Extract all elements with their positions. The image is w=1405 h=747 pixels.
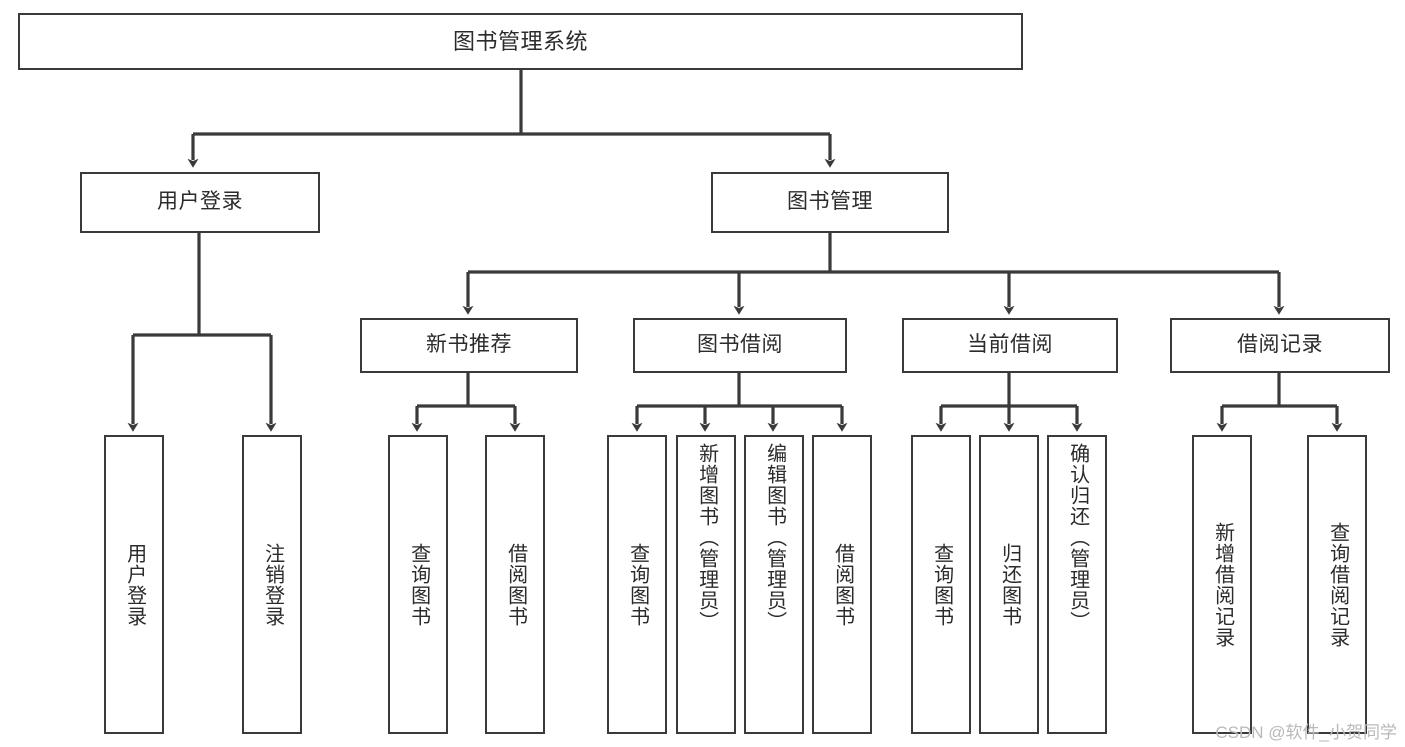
node-label: 新书推荐 — [426, 333, 512, 357]
node-label: 新增借阅记录 — [1211, 521, 1234, 648]
node-borrow-records[interactable]: 借阅记录 — [1170, 318, 1390, 373]
node-label: 确认归还（管理员） — [1066, 443, 1089, 632]
node-label: 图书管理系统 — [452, 28, 588, 54]
node-label: 查询借阅记录 — [1326, 521, 1349, 648]
node-book-borrow[interactable]: 图书借阅 — [633, 318, 847, 373]
csdn-watermark: CSDN @软件_小贺同学 — [1215, 723, 1397, 742]
node-label: 借阅图书 — [504, 542, 527, 627]
node-label: 借阅图书 — [831, 542, 854, 627]
node-label: 当前借阅 — [967, 333, 1053, 357]
leaf-book-borrow-borrow-book[interactable]: 借阅图书 — [812, 435, 872, 734]
leaf-user-login-logout[interactable]: 注销登录 — [242, 435, 302, 734]
leaf-book-borrow-query-book[interactable]: 查询图书 — [607, 435, 667, 734]
node-label: 查询图书 — [930, 542, 953, 627]
node-root-system[interactable]: 图书管理系统 — [18, 13, 1023, 70]
leaf-current-borrow-return-book[interactable]: 归还图书 — [979, 435, 1039, 734]
node-label: 用户登录 — [157, 190, 243, 214]
leaf-book-borrow-edit-book-admin[interactable]: 编辑图书（管理员） — [744, 435, 804, 734]
node-label: 注销登录 — [261, 542, 284, 627]
node-book-management[interactable]: 图书管理 — [711, 172, 949, 233]
node-label: 编辑图书（管理员） — [763, 443, 786, 632]
leaf-borrow-records-add-record[interactable]: 新增借阅记录 — [1192, 435, 1252, 734]
node-new-book-recommend[interactable]: 新书推荐 — [360, 318, 578, 373]
node-label: 查询图书 — [407, 542, 430, 627]
node-label: 归还图书 — [998, 542, 1021, 627]
leaf-current-borrow-query-book[interactable]: 查询图书 — [911, 435, 971, 734]
node-user-login[interactable]: 用户登录 — [80, 172, 320, 233]
leaf-user-login-login[interactable]: 用户登录 — [104, 435, 164, 734]
node-label: 图书借阅 — [697, 333, 783, 357]
leaf-borrow-records-query-record[interactable]: 查询借阅记录 — [1307, 435, 1367, 734]
node-current-borrow[interactable]: 当前借阅 — [902, 318, 1118, 373]
leaf-new-book-borrow-book[interactable]: 借阅图书 — [485, 435, 545, 734]
node-label: 新增图书（管理员） — [695, 443, 718, 632]
leaf-current-borrow-confirm-return-admin[interactable]: 确认归还（管理员） — [1047, 435, 1107, 734]
node-label: 用户登录 — [123, 542, 146, 627]
node-label: 图书管理 — [787, 190, 873, 214]
leaf-new-book-query-book[interactable]: 查询图书 — [388, 435, 448, 734]
node-label: 借阅记录 — [1237, 333, 1323, 357]
leaf-book-borrow-add-book-admin[interactable]: 新增图书（管理员） — [676, 435, 736, 734]
node-label: 查询图书 — [626, 542, 649, 627]
